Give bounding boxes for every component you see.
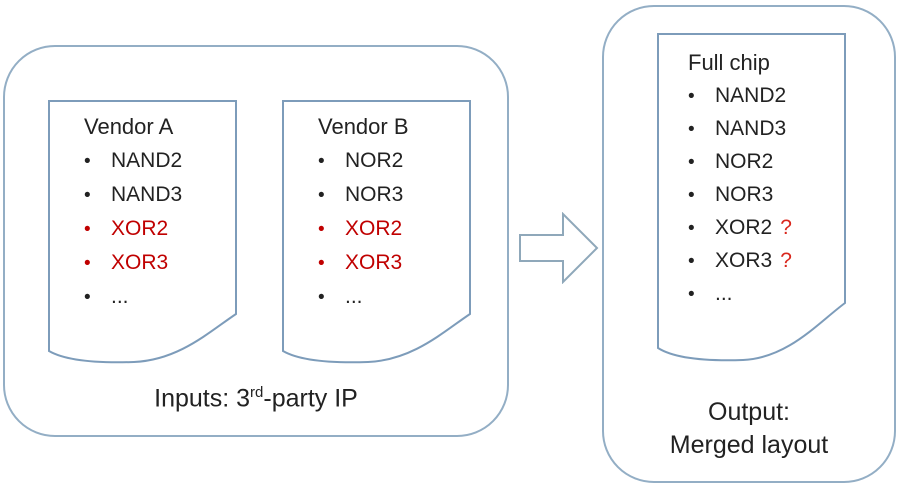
bullet-icon: • (318, 151, 325, 172)
cell-list-item: •... (318, 285, 471, 319)
cell-name-label: XOR2 (715, 216, 773, 239)
output-caption-line2: Merged layout (669, 431, 829, 459)
cell-name-label: XOR2 (345, 217, 403, 240)
cell-name-label: NAND2 (111, 149, 183, 172)
cell-list-item: • NOR3 (318, 183, 471, 217)
question-mark: ? (780, 216, 792, 239)
cell-list-item: • XOR3? (688, 249, 846, 282)
bullet-icon: • (688, 152, 695, 173)
bullet-icon: • (318, 253, 325, 274)
cell-name-label: NAND3 (715, 117, 787, 140)
document-shape-icon (282, 100, 471, 366)
cell-list-item: • NAND3 (84, 183, 237, 217)
cell-name-label: NAND2 (715, 84, 787, 107)
bullet-icon: • (318, 185, 325, 206)
cell-name-label: XOR3 (111, 251, 169, 274)
document-shape-icon (657, 33, 846, 364)
bullet-icon: • (688, 86, 695, 107)
bullet-icon: • (688, 251, 695, 272)
bullet-icon: • (688, 284, 695, 305)
cell-list-item: • XOR2 (318, 217, 471, 251)
document-shape-icon (48, 100, 237, 366)
cell-list: • NAND2 • NAND3 • NOR2 • NOR3 • XOR2? • XOR3? •... (688, 84, 846, 315)
cell-list-item: • XOR3 (84, 251, 237, 285)
bullet-icon: • (688, 185, 695, 206)
cell-name-label: ... (345, 285, 363, 308)
cell-name-label: XOR2 (111, 217, 169, 240)
cell-list-item: • NAND2 (84, 149, 237, 183)
cell-list-item: •... (688, 282, 846, 315)
cell-name-label: XOR3 (345, 251, 403, 274)
vendor-b-document: Vendor B • NOR2 • NOR3 • XOR2 • XOR3 •... (282, 100, 471, 366)
output-caption: Output: Merged layout (602, 396, 896, 462)
vendor-b-content: Vendor B • NOR2 • NOR3 • XOR2 • XOR3 •... (282, 100, 471, 319)
vendor-a-document: Vendor A • NAND2 • NAND3 • XOR2 • XOR3 •... (48, 100, 237, 366)
cell-name-label: XOR3 (715, 249, 773, 272)
bullet-icon: • (84, 253, 91, 274)
full-chip-document: Full chip • NAND2 • NAND3 • NOR2 • NOR3 • XOR2? • X… (657, 33, 846, 364)
right-block-arrow-icon (519, 212, 599, 284)
bullet-icon: • (84, 151, 91, 172)
inputs-caption-ordinal: rd (250, 384, 264, 401)
cell-list-item: • XOR3 (318, 251, 471, 285)
cell-list-item: • NAND2 (688, 84, 846, 117)
full-chip-content: Full chip • NAND2 • NAND3 • NOR2 • NOR3 • XOR2? • X… (657, 33, 846, 315)
output-caption-line1: Output: (708, 398, 790, 426)
inputs-caption-post: -party IP (263, 384, 358, 413)
cell-list-item: • XOR2 (84, 217, 237, 251)
cell-list: • NOR2 • NOR3 • XOR2 • XOR3 •... (318, 149, 471, 319)
bullet-icon: • (84, 219, 91, 240)
cell-name-label: NOR2 (345, 149, 404, 172)
cell-name-label: ... (715, 282, 733, 305)
cell-list-item: • NAND3 (688, 117, 846, 150)
bullet-icon: • (318, 219, 325, 240)
cell-list: • NAND2 • NAND3 • XOR2 • XOR3 •... (84, 149, 237, 319)
bullet-icon: • (688, 119, 695, 140)
cell-name-label: NAND3 (111, 183, 183, 206)
bullet-icon: • (318, 287, 325, 308)
vendor-a-content: Vendor A • NAND2 • NAND3 • XOR2 • XOR3 •... (48, 100, 237, 319)
document-title: Vendor B (318, 114, 409, 139)
document-title: Full chip (688, 50, 770, 75)
cell-name-label: NOR2 (715, 150, 774, 173)
cell-name-label: NOR3 (345, 183, 404, 206)
document-title: Vendor A (84, 114, 174, 139)
cell-list-item: • NOR2 (688, 150, 846, 183)
inputs-caption-pre: Inputs: 3 (154, 384, 251, 413)
bullet-icon: • (84, 185, 91, 206)
cell-name-label: ... (111, 285, 129, 308)
bullet-icon: • (688, 218, 695, 239)
question-mark: ? (780, 249, 792, 272)
bullet-icon: • (84, 287, 91, 308)
cell-list-item: • NOR2 (318, 149, 471, 183)
cell-name-label: NOR3 (715, 183, 774, 206)
cell-list-item: • XOR2? (688, 216, 846, 249)
cell-list-item: • NOR3 (688, 183, 846, 216)
inputs-caption: Inputs: 3rd-party IP (3, 384, 509, 413)
cell-list-item: •... (84, 285, 237, 319)
